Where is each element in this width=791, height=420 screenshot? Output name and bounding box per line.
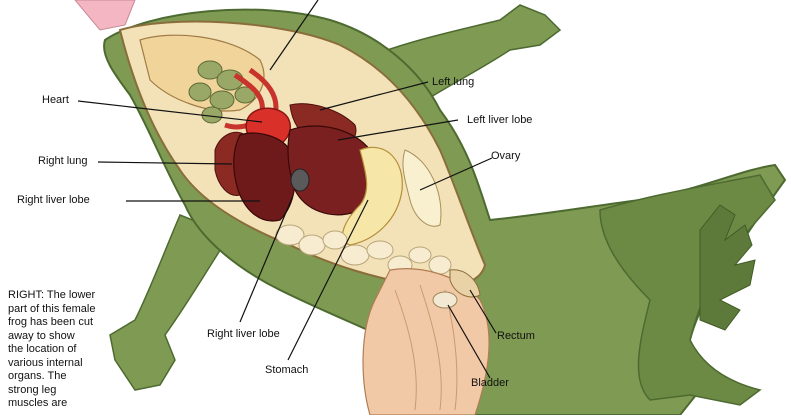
leader-right-lung <box>97 161 233 165</box>
leader-stomach <box>287 199 369 361</box>
label-heart: Heart <box>42 94 69 106</box>
rectum <box>449 269 481 298</box>
leader-rectum <box>469 289 497 334</box>
bladder <box>432 291 458 309</box>
leader-left-liver <box>337 119 459 141</box>
ovary <box>402 149 442 227</box>
caption-text: RIGHT: The lower part of this female fro… <box>8 289 96 409</box>
leader-bladder <box>447 304 491 379</box>
label-right-liver-lobe-lower: Right liver lobe <box>207 328 280 340</box>
label-rectum: Rectum <box>497 330 535 342</box>
leader-lines <box>77 0 497 379</box>
leader-top <box>269 0 319 71</box>
leader-right-liver-lower <box>239 197 293 323</box>
leader-ovary <box>419 157 493 191</box>
label-stomach: Stomach <box>265 364 309 376</box>
leader-left-lung <box>319 81 429 111</box>
label-ovary: Ovary <box>491 150 521 162</box>
right-hind-leg <box>599 174 776 406</box>
left-front-arm <box>109 214 232 391</box>
label-left-liver-lobe: Left liver lobe <box>467 114 533 126</box>
leader-heart <box>77 100 263 123</box>
label-bladder: Bladder <box>471 377 509 389</box>
right-liver-lobe <box>233 132 296 222</box>
hind-foot <box>699 204 756 331</box>
tongue <box>74 0 136 31</box>
leg-muscles <box>362 268 490 416</box>
gall-bladder <box>290 168 310 192</box>
label-left-lung: Left lung <box>432 76 475 88</box>
label-right-lung: Right lung <box>38 155 88 167</box>
label-right-liver-lobe-upper: Right liver lobe <box>17 194 90 206</box>
